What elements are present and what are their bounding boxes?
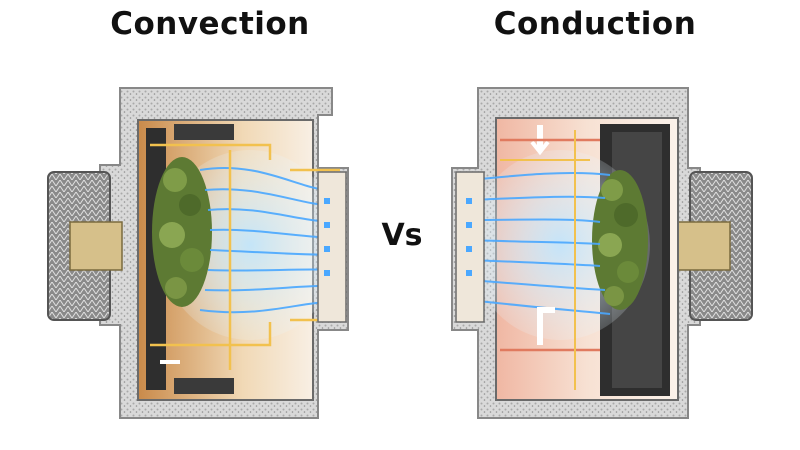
herb-icon	[592, 170, 648, 310]
heat-arrow-icon	[150, 143, 340, 370]
herb-icon	[152, 157, 212, 307]
vs-label: Vs	[381, 218, 423, 253]
convection-title: Convection	[110, 6, 310, 42]
airflow-icon	[469, 171, 611, 315]
convection-chamber-icon	[47, 87, 349, 419]
heat-arrow-icon	[500, 125, 600, 390]
conduction-title: Conduction	[493, 6, 697, 42]
conduction-chamber-icon	[451, 87, 753, 419]
